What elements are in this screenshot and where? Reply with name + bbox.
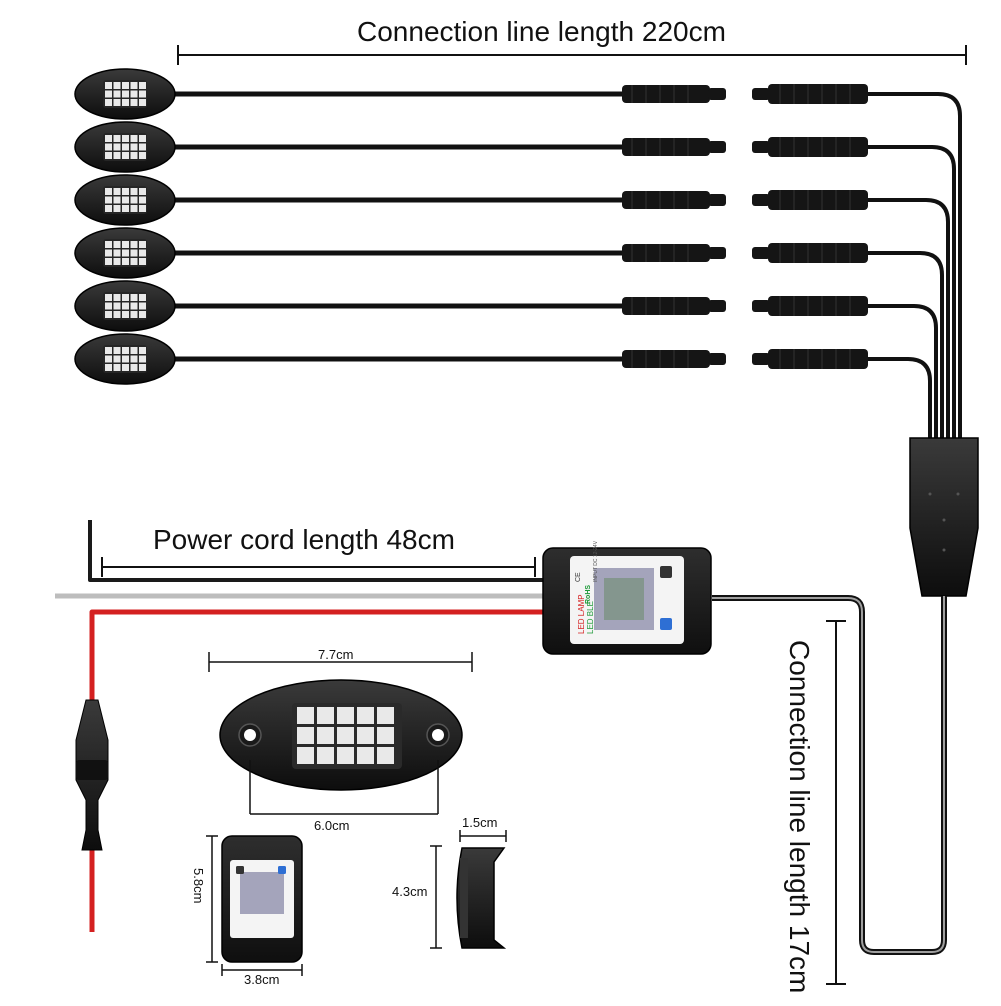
dimension-controller (206, 835, 303, 976)
connection-line-main-label: Connection line length 220cm (357, 16, 726, 47)
led-chip (297, 707, 314, 724)
led-chip (297, 727, 314, 744)
connection-line-short-label: Connection line length 17cm (784, 640, 815, 994)
controller-spec: INPUT DC 12-24V (593, 540, 599, 582)
dimension-lamp-width (208, 652, 473, 672)
led-chip (317, 727, 334, 744)
led-chip (317, 707, 334, 724)
led-chip (377, 707, 394, 724)
lamp-row (74, 174, 950, 440)
led-chip (377, 727, 394, 744)
led-chip (357, 727, 374, 744)
lamp-inner-width-label: 6.0cm (314, 818, 350, 833)
led-chip (317, 747, 334, 764)
lamp-detail (219, 679, 463, 791)
controller-ce: CE (575, 572, 582, 582)
led-chip (357, 707, 374, 724)
lamp-rows (74, 68, 962, 440)
lamp-row (74, 68, 962, 440)
dimension-right (826, 620, 846, 985)
lamp-depth-label: 1.5cm (462, 815, 498, 830)
splitter-hub (909, 437, 979, 597)
power-cord-label: Power cord length 48cm (153, 524, 455, 555)
lamp-row (74, 280, 938, 440)
led-chip (337, 747, 354, 764)
led-chip (357, 747, 374, 764)
led-chip (337, 707, 354, 724)
fuse-holder (75, 699, 109, 851)
led-chip (337, 727, 354, 744)
dimension-top (177, 45, 967, 65)
lamp-side-view (456, 847, 507, 949)
dimension-power (101, 557, 536, 577)
controller-brand-bottom: LED BLE (586, 601, 595, 634)
led-chip (297, 747, 314, 764)
lamp-row (74, 121, 956, 440)
controller-height-label: 5.8cm (191, 868, 206, 904)
dimension-side (430, 830, 507, 949)
lamp-row (74, 333, 932, 440)
led-chip (377, 747, 394, 764)
lamp-row (74, 227, 944, 440)
controller-cert: RoHS (585, 584, 592, 604)
short-connection-cable (712, 595, 947, 955)
lamp-side-height-label: 4.3cm (392, 884, 428, 899)
controller-box (542, 547, 712, 655)
lamp-width-label: 7.7cm (318, 647, 354, 662)
controller-small (221, 835, 303, 963)
dimension-lamp-inner (249, 760, 439, 815)
controller-width-label: 3.8cm (244, 972, 280, 987)
